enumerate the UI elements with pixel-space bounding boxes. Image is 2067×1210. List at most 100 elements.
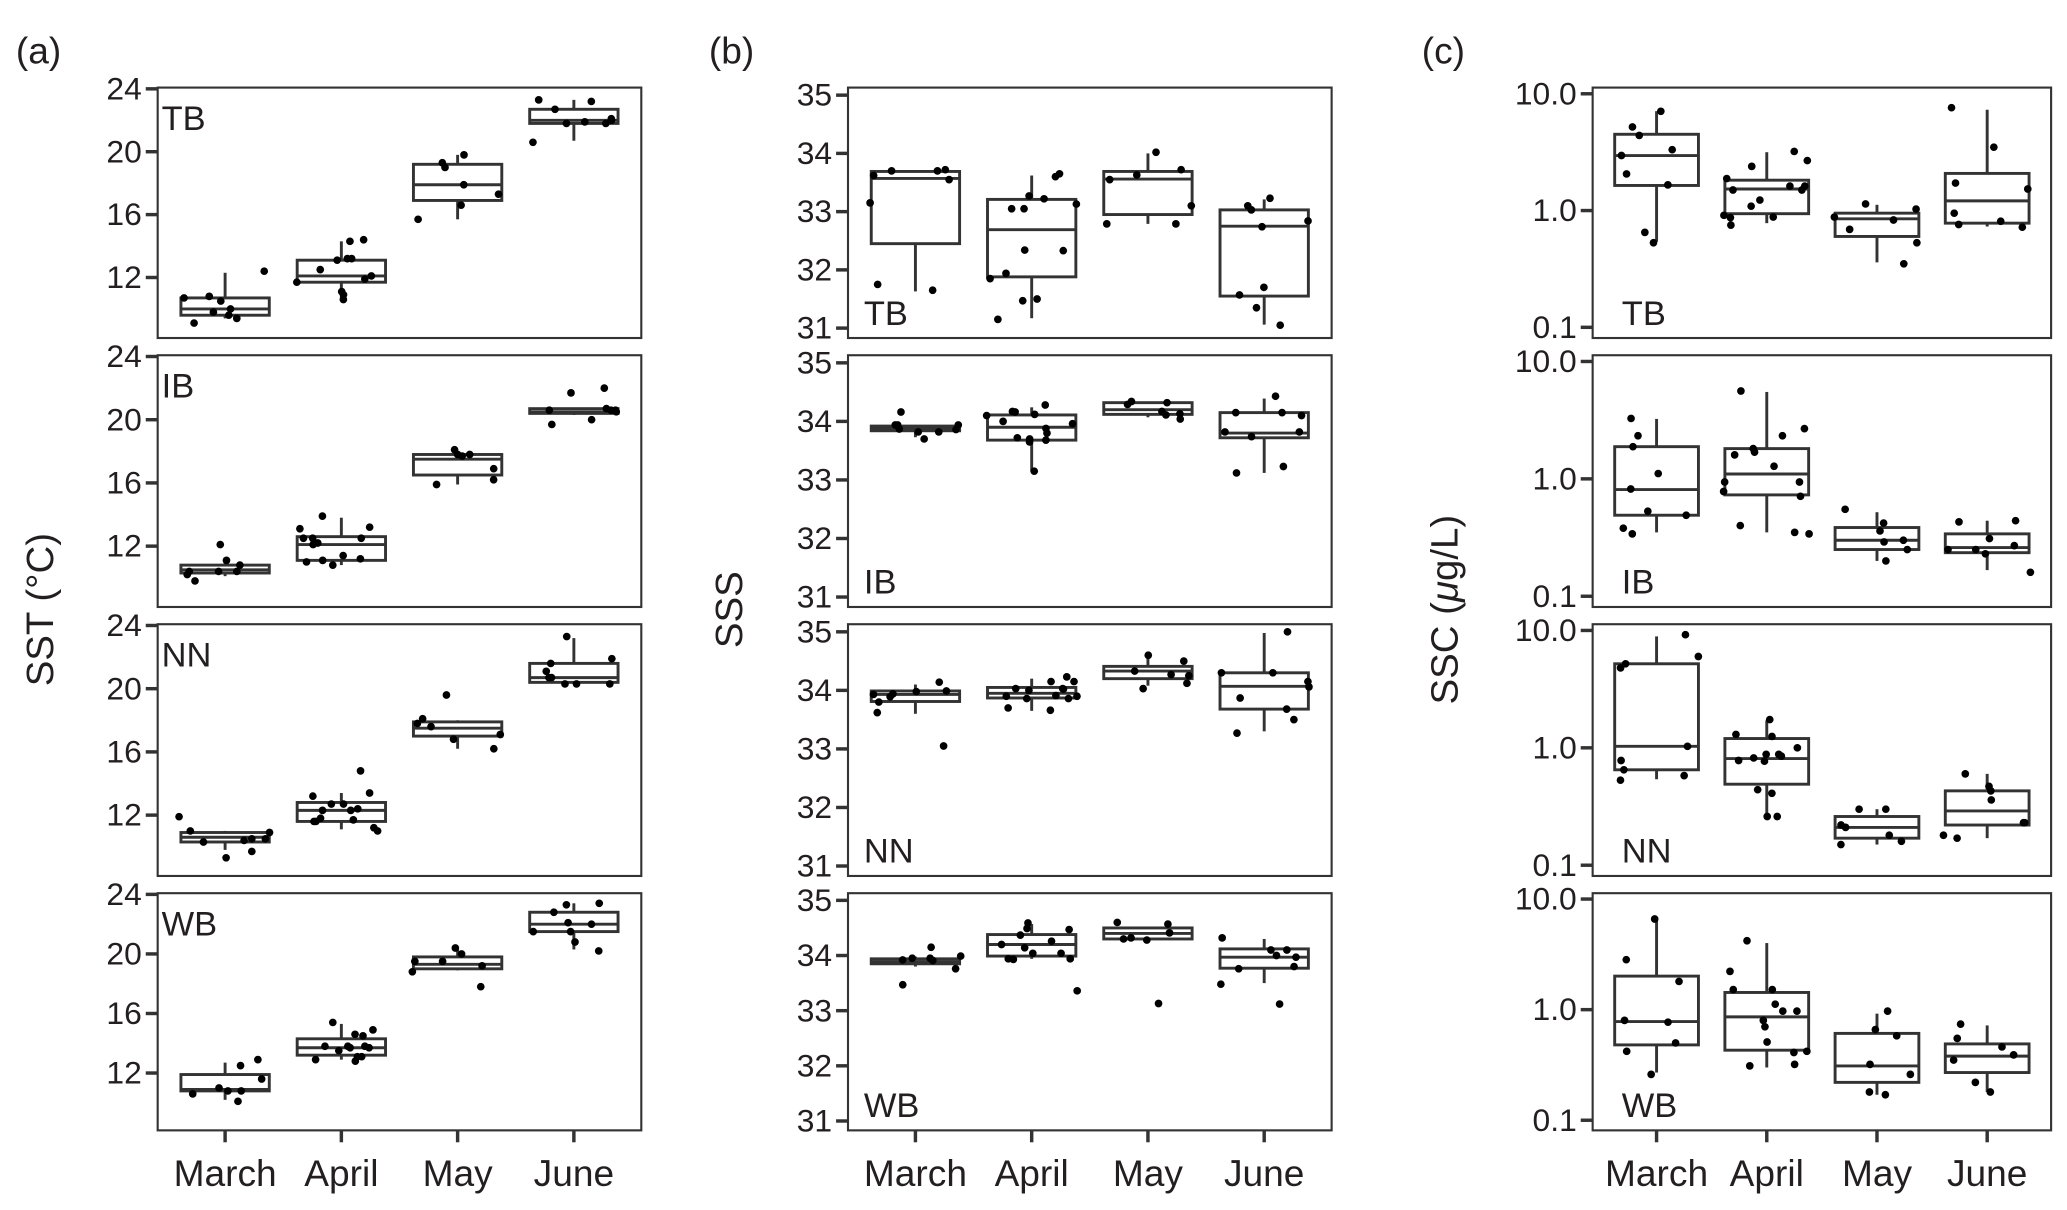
data-point bbox=[986, 274, 994, 283]
data-point bbox=[608, 654, 616, 663]
panel-label: (c) bbox=[1422, 30, 1465, 72]
data-point bbox=[496, 730, 505, 739]
y-tick-label: 1.0 bbox=[1533, 991, 1577, 1027]
data-point bbox=[1068, 419, 1077, 428]
data-point bbox=[1885, 831, 1894, 840]
data-point bbox=[1790, 1060, 1799, 1069]
data-point bbox=[1866, 1060, 1874, 1069]
iqr-box bbox=[986, 197, 1078, 279]
y-tick-label: 20 bbox=[106, 936, 141, 972]
data-point bbox=[186, 827, 195, 835]
data-point bbox=[222, 556, 231, 565]
panel-column-a: (a)SST (°C)TB12162024IB12162024NN1216202… bbox=[16, 30, 643, 1194]
data-point bbox=[1749, 754, 1758, 762]
data-point bbox=[1763, 1038, 1771, 1046]
data-point bbox=[1179, 657, 1188, 665]
data-point bbox=[180, 294, 188, 302]
data-point bbox=[542, 667, 551, 676]
data-point bbox=[1770, 462, 1778, 471]
data-point bbox=[1628, 530, 1637, 538]
data-point bbox=[414, 215, 422, 224]
data-point bbox=[956, 952, 965, 960]
data-point bbox=[1622, 170, 1631, 178]
iqr-box bbox=[1613, 132, 1700, 187]
site-label: TB bbox=[162, 100, 206, 138]
data-point bbox=[1747, 202, 1755, 211]
data-point bbox=[1796, 492, 1805, 501]
data-point bbox=[442, 691, 451, 699]
data-point bbox=[209, 308, 218, 316]
data-point bbox=[912, 687, 921, 696]
x-tick-label: April bbox=[1730, 1152, 1804, 1194]
data-point bbox=[1042, 436, 1050, 444]
data-point bbox=[247, 834, 256, 843]
data-point bbox=[1022, 694, 1031, 703]
data-point bbox=[928, 286, 937, 295]
y-tick-label: 35 bbox=[797, 882, 832, 918]
data-point bbox=[1002, 269, 1010, 278]
data-point bbox=[1304, 677, 1312, 686]
data-point bbox=[318, 556, 327, 565]
data-point bbox=[1778, 431, 1787, 440]
data-point bbox=[1790, 528, 1799, 537]
y-tick-label: 10.0 bbox=[1515, 612, 1577, 648]
data-point bbox=[1278, 408, 1286, 417]
data-point bbox=[465, 450, 474, 459]
data-point bbox=[457, 950, 466, 958]
x-tick-label: March bbox=[864, 1152, 967, 1194]
data-point bbox=[605, 680, 614, 688]
data-point bbox=[1072, 200, 1081, 208]
panel-frame bbox=[1591, 86, 2053, 340]
panel-frame bbox=[846, 623, 1333, 878]
data-point bbox=[328, 561, 337, 569]
data-point bbox=[309, 540, 317, 549]
data-point bbox=[1912, 205, 1920, 213]
data-point bbox=[1105, 175, 1114, 184]
data-point bbox=[1955, 518, 1963, 526]
data-point bbox=[1998, 1043, 2006, 1051]
data-point bbox=[489, 744, 498, 753]
data-point bbox=[1913, 238, 1921, 247]
y-tick-label: 35 bbox=[797, 77, 832, 113]
data-point bbox=[1956, 1020, 1965, 1028]
data-point bbox=[451, 944, 460, 952]
box-april bbox=[986, 169, 1081, 324]
data-point bbox=[942, 687, 951, 695]
data-point bbox=[562, 632, 571, 641]
data-point bbox=[1899, 536, 1908, 545]
box-june bbox=[528, 96, 620, 147]
site-label: NN bbox=[1622, 833, 1672, 871]
data-point bbox=[224, 1087, 232, 1095]
data-point bbox=[951, 964, 960, 973]
y-axis-title-prefix: SSC ( bbox=[1424, 602, 1467, 705]
data-point bbox=[1944, 545, 1952, 554]
iqr-box bbox=[1613, 662, 1700, 772]
data-point bbox=[1729, 186, 1737, 194]
data-point bbox=[1769, 213, 1778, 221]
y-tick-label: 10.0 bbox=[1515, 881, 1577, 917]
y-tick-label: 32 bbox=[797, 251, 832, 287]
data-point bbox=[1800, 182, 1809, 190]
data-point bbox=[1664, 181, 1672, 189]
data-point bbox=[999, 417, 1007, 426]
data-point bbox=[1996, 217, 2005, 226]
data-point bbox=[982, 411, 991, 420]
data-point bbox=[1768, 985, 1777, 994]
y-tick-label: 35 bbox=[797, 344, 832, 380]
data-point bbox=[188, 1090, 197, 1098]
data-point bbox=[895, 425, 904, 433]
data-point bbox=[1283, 627, 1292, 636]
y-tick-label: 32 bbox=[797, 1047, 832, 1083]
data-point bbox=[1626, 485, 1635, 493]
data-point bbox=[191, 577, 199, 585]
data-point bbox=[476, 982, 485, 991]
data-point bbox=[1760, 757, 1769, 765]
data-point bbox=[587, 97, 596, 106]
data-point bbox=[357, 534, 366, 543]
data-point bbox=[1025, 192, 1033, 200]
panel-frame bbox=[156, 86, 643, 340]
data-point bbox=[1986, 1088, 1995, 1096]
data-point bbox=[534, 96, 543, 104]
data-point bbox=[1830, 213, 1839, 221]
data-point bbox=[316, 814, 325, 823]
